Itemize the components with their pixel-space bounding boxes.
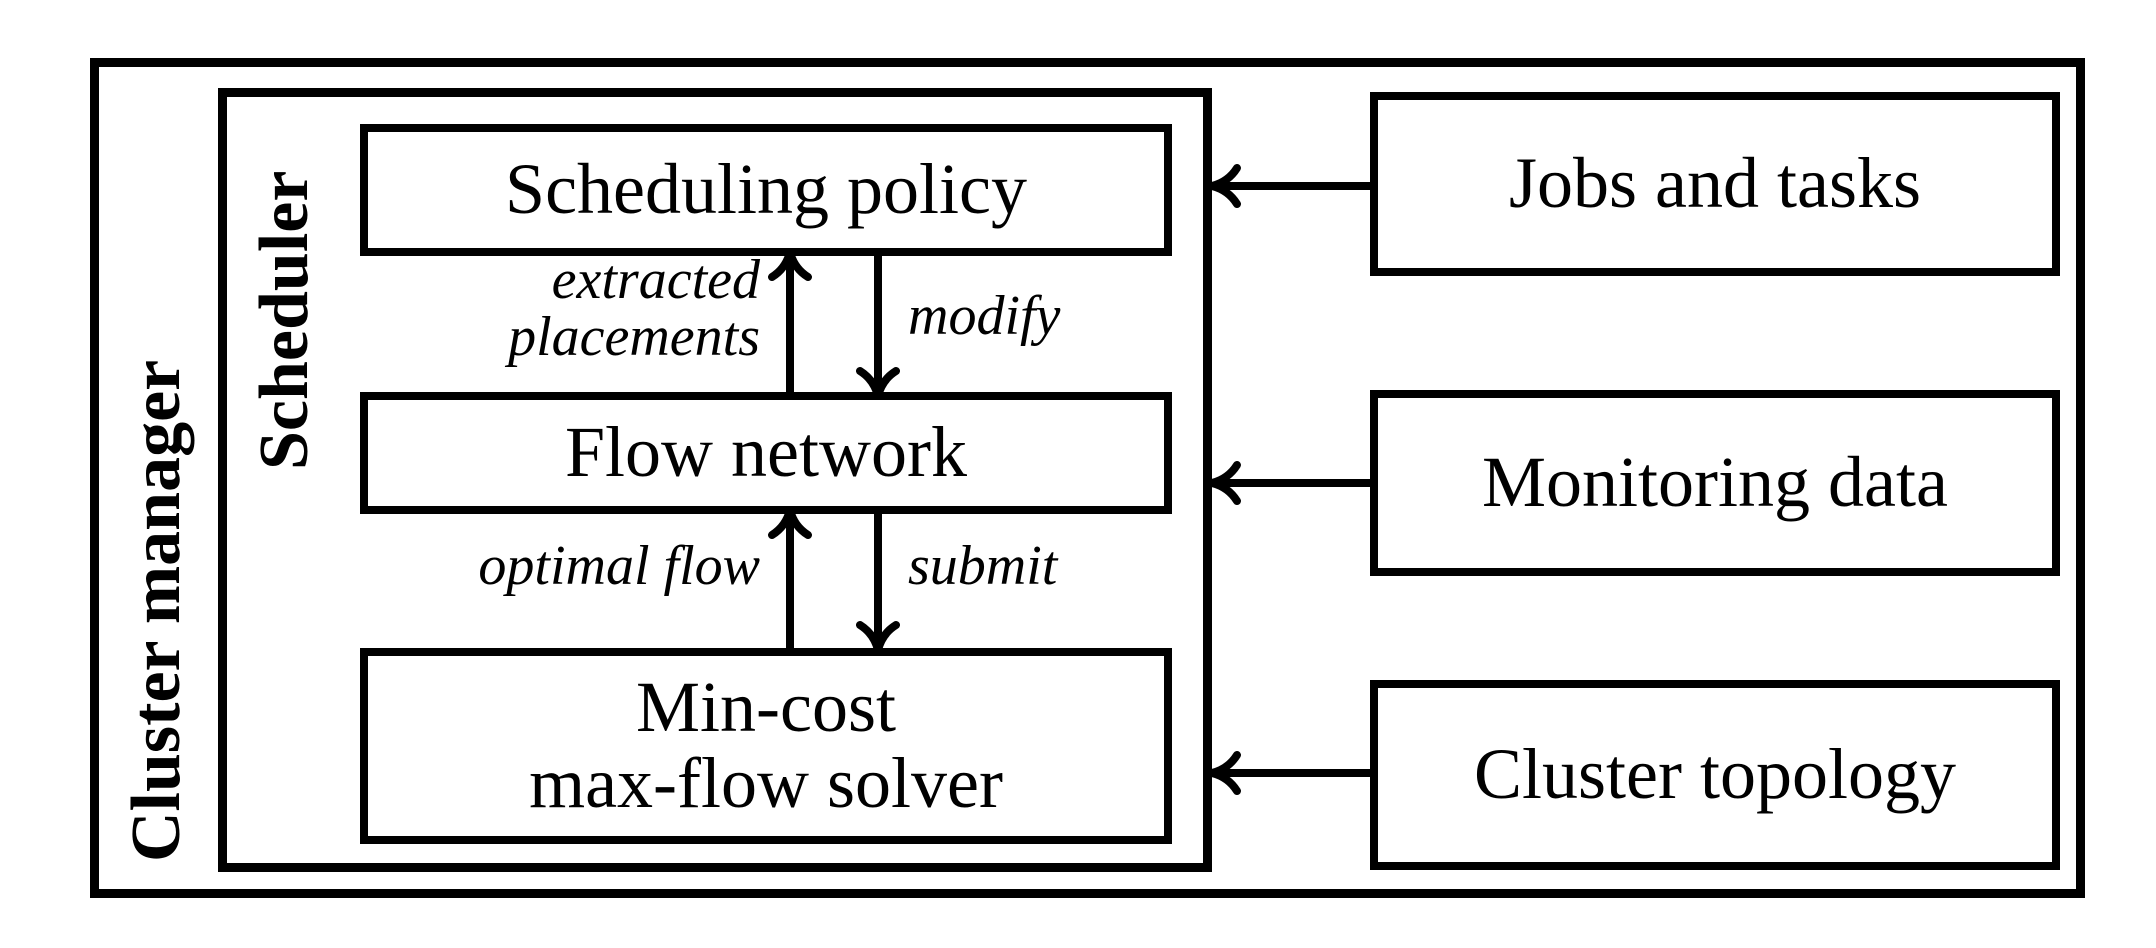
node-scheduling-policy-label: Scheduling policy <box>505 149 1027 230</box>
node-flow-network[interactable]: Flow network <box>360 392 1172 514</box>
node-solver-label-line1: Min-cost <box>636 667 896 748</box>
arrow-modify <box>856 250 900 400</box>
arrow-topology-to-scheduler <box>1208 751 1376 795</box>
node-min-cost-max-flow-solver[interactable]: Min-cost max-flow solver <box>360 648 1172 844</box>
edge-label-modify: modify <box>908 285 1061 347</box>
input-cluster-topology[interactable]: Cluster topology <box>1370 680 2060 870</box>
arrow-monitoring-to-scheduler <box>1208 461 1376 505</box>
edge-label-submit: submit <box>908 535 1058 597</box>
arrow-submit <box>856 508 900 654</box>
arrow-optimal-flow <box>768 506 812 654</box>
arrow-jobs-to-scheduler <box>1208 164 1376 208</box>
edge-label-extracted-placements: extracted placements <box>508 249 760 369</box>
input-monitoring-data-label: Monitoring data <box>1482 442 1948 523</box>
scheduler-label: Scheduler <box>246 170 323 470</box>
edge-label-optimal-flow: optimal flow <box>478 535 760 597</box>
cluster-manager-label: Cluster manager <box>118 359 195 862</box>
input-cluster-topology-label: Cluster topology <box>1474 734 1956 815</box>
input-monitoring-data[interactable]: Monitoring data <box>1370 390 2060 576</box>
arrow-extracted-placements <box>768 248 812 400</box>
input-jobs-and-tasks-label: Jobs and tasks <box>1509 143 1921 224</box>
node-solver-label-line2: max-flow solver <box>529 743 1003 823</box>
input-jobs-and-tasks[interactable]: Jobs and tasks <box>1370 92 2060 276</box>
node-scheduling-policy[interactable]: Scheduling policy <box>360 124 1172 256</box>
node-flow-network-label: Flow network <box>565 412 967 493</box>
